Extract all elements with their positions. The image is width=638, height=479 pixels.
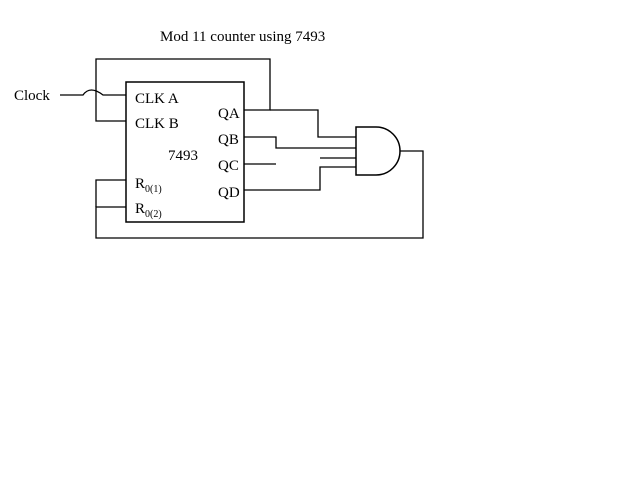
pin-label-r01-main: R (135, 176, 145, 192)
pin-label-r01-sub: 0(1) (145, 184, 162, 195)
ic-7493-body (125, 81, 245, 223)
pin-label-qc: QC (218, 158, 239, 174)
qb-to-and-wire (244, 136, 356, 149)
pin-label-r01: R0(1) (135, 176, 162, 195)
pin-label-r02-main: R (135, 201, 145, 217)
qd-to-and-wire (244, 166, 356, 191)
reset-r01-wire (95, 179, 126, 207)
ic-part-number: 7493 (168, 148, 198, 164)
and-gate (355, 126, 401, 176)
qa-to-clkb-wire (95, 58, 271, 122)
and-output-to-reset-wire (95, 150, 424, 239)
diagram-title: Mod 11 counter using 7493 (160, 29, 325, 45)
pin-label-r02: R0(2) (135, 201, 162, 220)
clock-input-wire (60, 89, 126, 96)
pin-label-clk-b: CLK B (135, 116, 179, 132)
pin-label-r02-sub: 0(2) (145, 209, 162, 220)
pin-label-qa: QA (218, 106, 240, 122)
pin-label-qb: QB (218, 132, 239, 148)
qa-to-and-wire (270, 109, 356, 138)
clock-label: Clock (14, 88, 50, 104)
pin-label-qd: QD (218, 185, 240, 201)
pin-label-clk-a: CLK A (135, 91, 179, 107)
